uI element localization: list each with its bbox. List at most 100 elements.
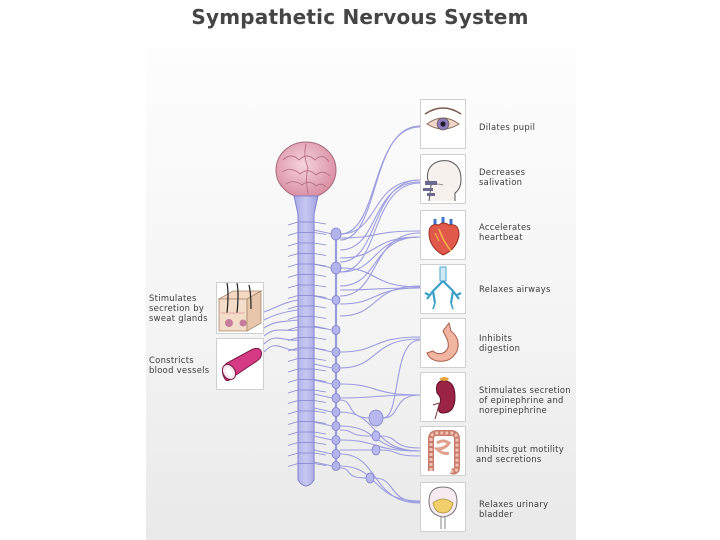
sympathetic-ganglion bbox=[331, 435, 341, 445]
nerve-to-organ bbox=[339, 383, 421, 396]
sympathetic-ganglion bbox=[331, 347, 341, 357]
skin-icon bbox=[217, 283, 263, 332]
label-adrenal: Stimulates secretion of epinephrine and … bbox=[479, 385, 571, 415]
sympathetic-ganglion bbox=[331, 461, 341, 471]
spinal-nerve-left bbox=[287, 389, 299, 394]
nerve-to-organ bbox=[339, 232, 421, 297]
spinal-nerve-left bbox=[287, 242, 299, 247]
spinal-nerve-right bbox=[313, 452, 327, 456]
intestine-icon bbox=[428, 430, 460, 475]
intestine-thumb bbox=[420, 426, 466, 476]
spinal-nerve-left bbox=[287, 253, 299, 257]
lungs-thumb bbox=[420, 264, 466, 314]
nerve-to-organ bbox=[339, 181, 421, 251]
ramus bbox=[313, 435, 333, 441]
stomach-thumb bbox=[420, 318, 466, 368]
spinal-nerve-right bbox=[313, 368, 327, 372]
bladder-icon bbox=[428, 486, 458, 529]
heart-thumb bbox=[420, 210, 466, 260]
nerve-to-organ bbox=[339, 394, 421, 399]
nerve-to-organ bbox=[339, 179, 421, 235]
spinal-nerve-right bbox=[313, 410, 327, 414]
spinal-nerve-left bbox=[287, 421, 299, 425]
spinal-nerve-right bbox=[313, 326, 327, 330]
spinal-nerve-right bbox=[313, 421, 327, 424]
label-lungs: Relaxes airways bbox=[479, 284, 551, 294]
spinal-nerve-right bbox=[313, 400, 327, 403]
sympathetic-ganglion bbox=[331, 421, 341, 431]
nerve-to-organ bbox=[339, 236, 421, 287]
nerve-to-skin bbox=[263, 299, 299, 313]
label-bladder: Relaxes urinary bladder bbox=[479, 499, 549, 519]
label-sweat: Stimulates secretion by sweat glands bbox=[149, 293, 208, 323]
eye-icon bbox=[424, 107, 462, 131]
ramus bbox=[313, 461, 333, 467]
postganglionic-fiber bbox=[379, 435, 421, 449]
nerve-to-skin bbox=[263, 345, 299, 353]
stomach-icon bbox=[426, 321, 459, 362]
sympathetic-ganglion bbox=[331, 363, 341, 373]
kidney-icon bbox=[432, 377, 456, 420]
spinal-nerve-left bbox=[287, 316, 299, 320]
spinal-nerve-left bbox=[287, 400, 299, 404]
spinal-nerve-left bbox=[287, 347, 299, 352]
spinal-nerve-right bbox=[313, 379, 327, 382]
nerve-to-organ bbox=[339, 126, 421, 235]
spinal-nerve-left bbox=[287, 337, 299, 341]
preganglionic-fiber bbox=[339, 467, 367, 479]
spinal-nerve-right bbox=[313, 463, 327, 466]
nerve-to-skin bbox=[263, 319, 299, 329]
collateral-ganglia bbox=[365, 409, 384, 484]
label-eye: Dilates pupil bbox=[479, 122, 536, 132]
spinal-nerve-right bbox=[313, 295, 327, 298]
label-heart: Accelerates heartbeat bbox=[479, 222, 532, 242]
spinal-nerve-right bbox=[313, 221, 327, 225]
lungs-icon bbox=[424, 266, 462, 310]
spinal-nerve-right bbox=[313, 305, 327, 309]
nerve-to-organ bbox=[339, 338, 421, 369]
nerve-to-organ bbox=[339, 179, 421, 263]
spinal-nerve-left bbox=[287, 263, 299, 268]
nerve-to-organ bbox=[339, 285, 421, 317]
spinal-nerve-right bbox=[313, 232, 327, 235]
spinal-nerve-left bbox=[287, 452, 299, 457]
sympathetic-ganglion bbox=[330, 227, 342, 241]
spinal-nerve-right bbox=[313, 337, 327, 340]
preganglionic-fiber bbox=[339, 399, 371, 419]
spinal-nerve-left bbox=[287, 463, 299, 467]
sympathetic-ganglion bbox=[330, 261, 342, 275]
label-salivary: Decreases salivation bbox=[479, 167, 526, 187]
sympathetic-ganglion bbox=[331, 295, 341, 305]
spinal-nerve-right bbox=[313, 274, 327, 277]
spinal-nerve-right bbox=[313, 316, 327, 319]
spinal-nerve-right bbox=[313, 347, 327, 351]
spinal-nerve-left bbox=[287, 358, 299, 362]
sympathetic-ganglion bbox=[331, 393, 341, 403]
spinal-nerve-left bbox=[287, 284, 299, 289]
blood-vessel-thumb bbox=[216, 338, 264, 390]
sympathetic-ganglion bbox=[331, 379, 341, 389]
nerve-to-skin bbox=[263, 309, 299, 321]
ramus bbox=[313, 421, 333, 427]
preganglionic-fiber bbox=[339, 429, 373, 437]
ramus bbox=[313, 325, 333, 331]
ramus bbox=[313, 379, 333, 385]
spinal-nerve-right bbox=[313, 389, 327, 393]
blood-vessel-icon bbox=[221, 347, 262, 382]
spinal-nerve-left bbox=[287, 431, 299, 436]
postganglionic-fiber bbox=[382, 339, 421, 419]
spinal-nerve-right bbox=[313, 442, 327, 445]
adrenal-thumb bbox=[420, 372, 466, 422]
postganglionic-fiber bbox=[382, 394, 421, 419]
ramus bbox=[313, 295, 333, 301]
nerve-to-organ bbox=[339, 230, 421, 239]
heart-icon bbox=[428, 217, 460, 256]
head-profile-icon bbox=[423, 160, 462, 202]
spinal-nerve-left bbox=[287, 368, 299, 373]
spinal-nerve-left bbox=[287, 410, 299, 415]
spinal-nerve-right bbox=[313, 263, 327, 267]
bladder-thumb bbox=[420, 482, 466, 532]
sweat-gland-thumb bbox=[216, 282, 264, 334]
ramus bbox=[313, 363, 333, 369]
brain-icon bbox=[275, 141, 337, 199]
